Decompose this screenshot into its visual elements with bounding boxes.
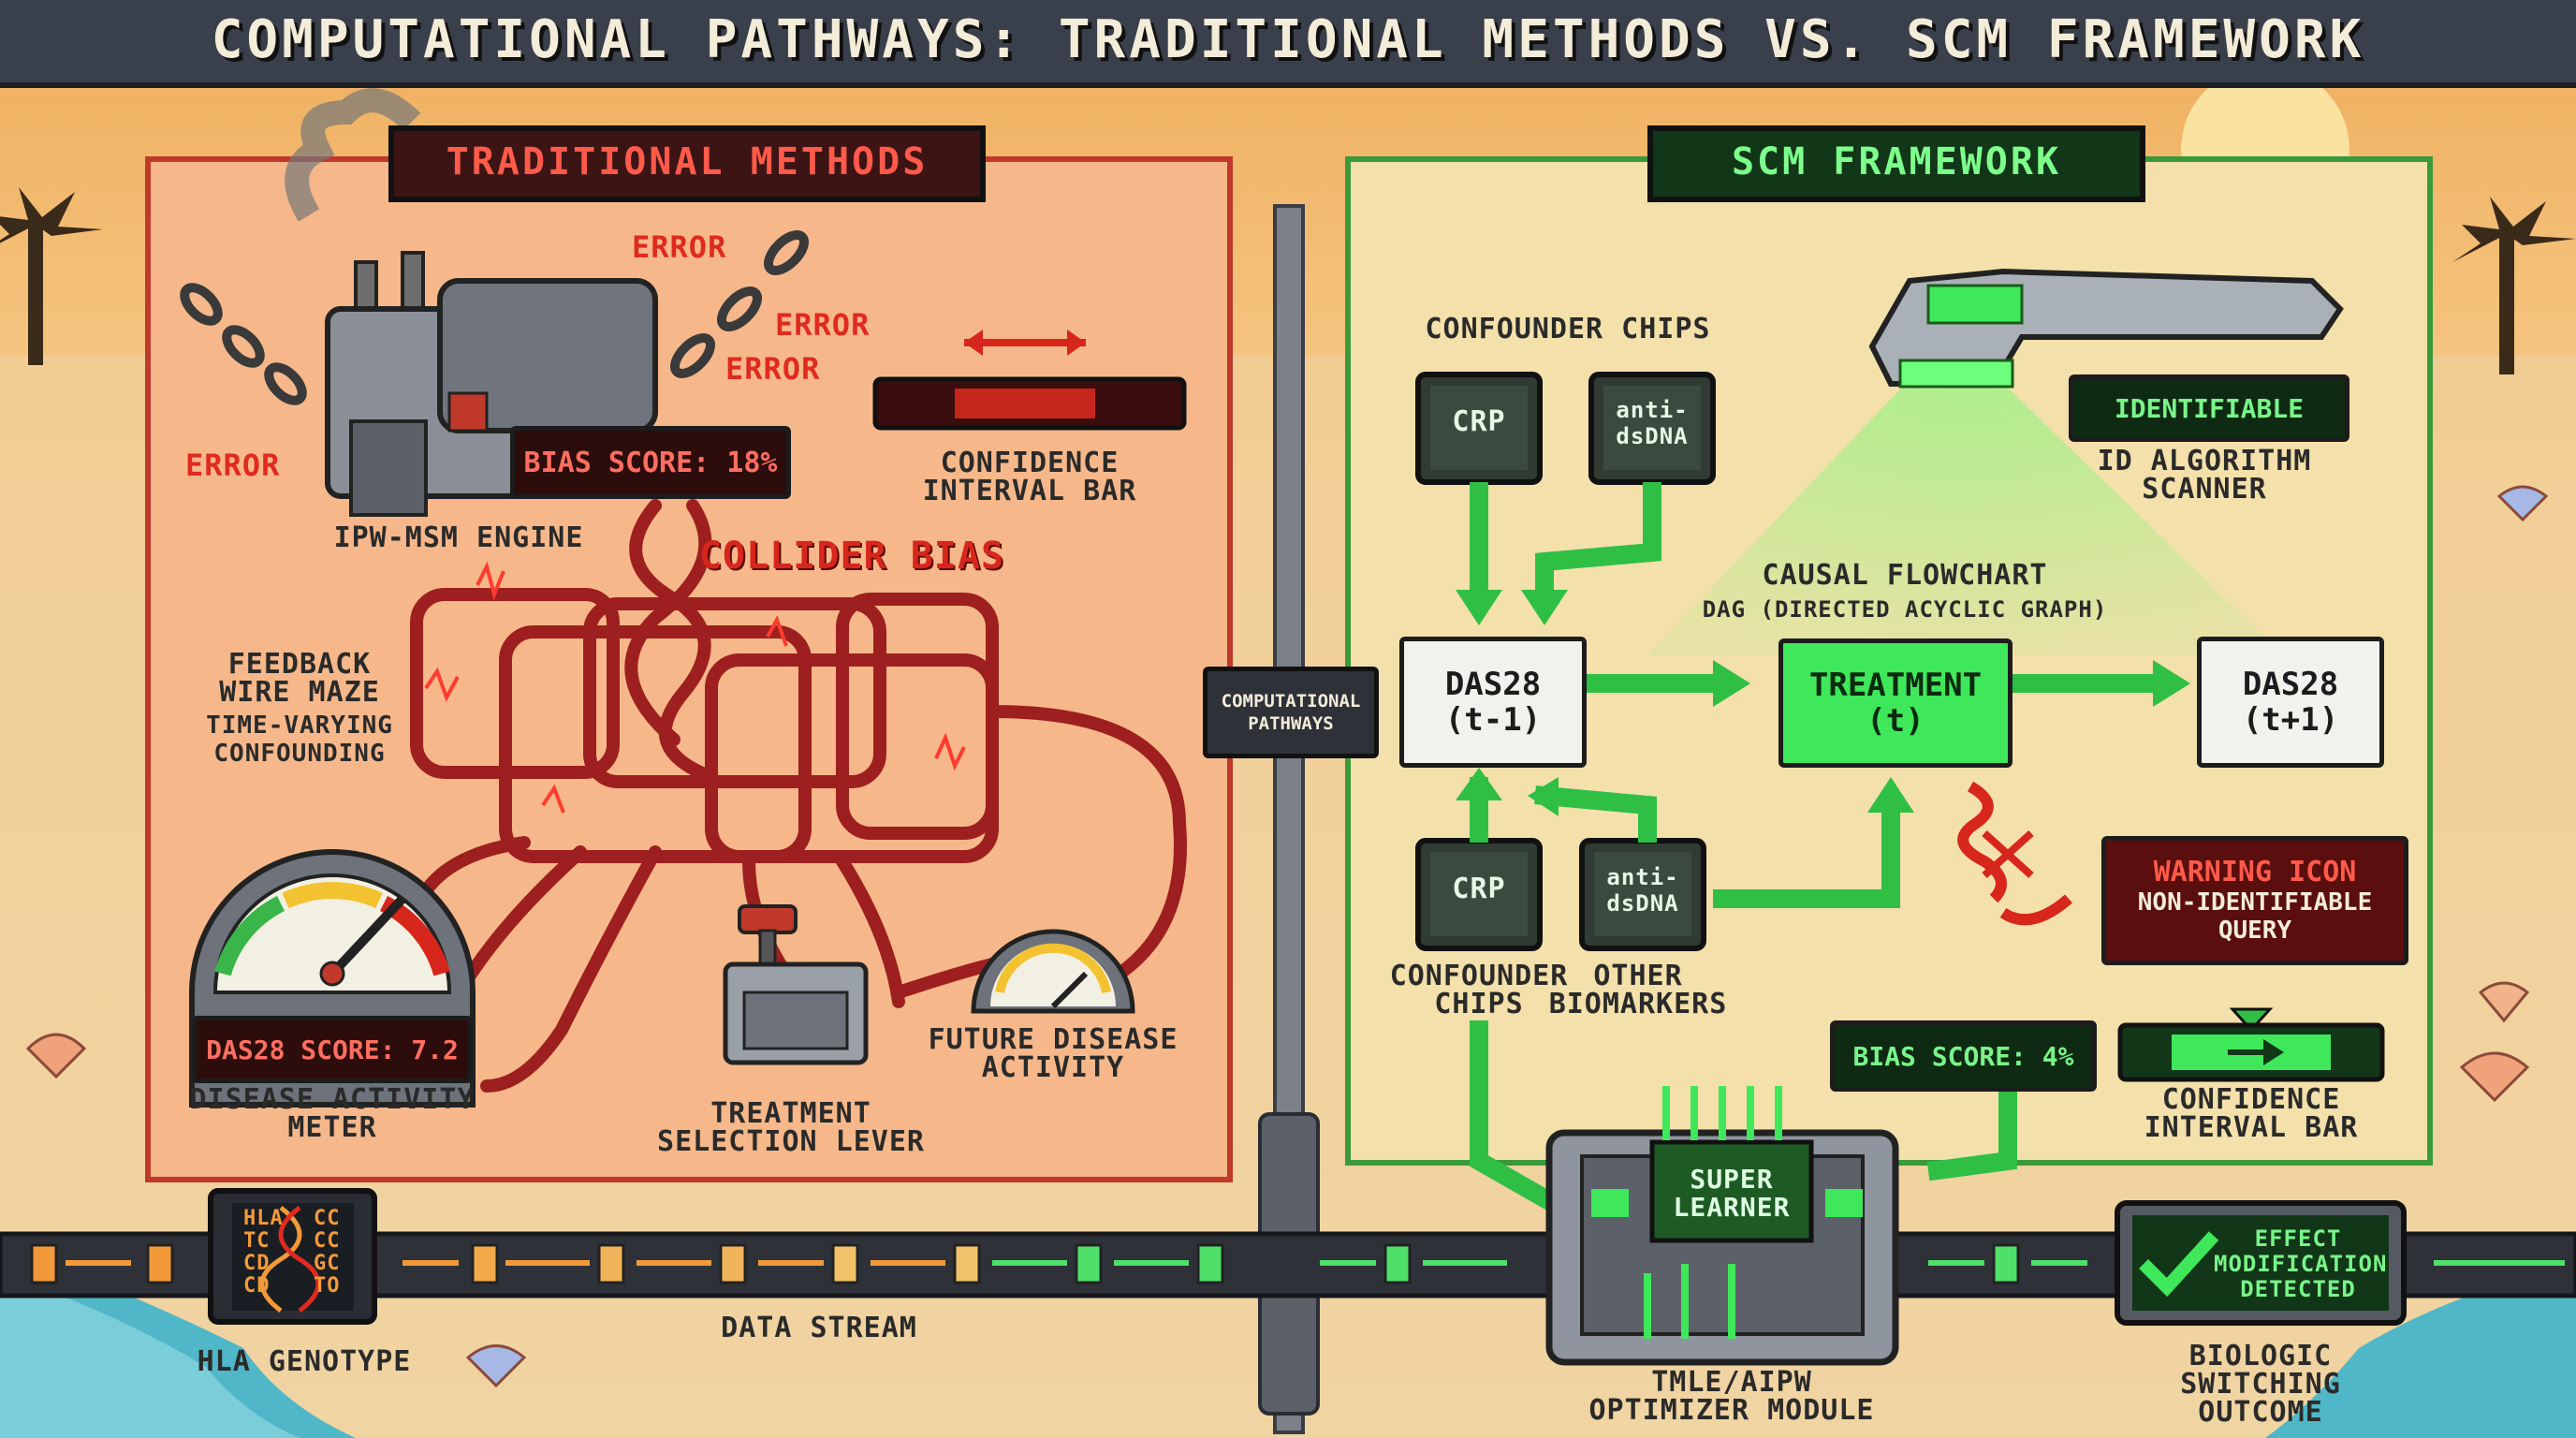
broken-chain-right-icon xyxy=(670,230,809,378)
id-algorithm-scanner-icon xyxy=(1647,268,2344,655)
data-stream-files xyxy=(30,1243,2020,1284)
treatment-selection-lever-icon xyxy=(723,904,869,1065)
future-disease-activity-gauge-icon xyxy=(971,929,1135,1014)
chip-anti-dsdna-bottom-icon xyxy=(1579,838,1706,951)
dag-arrowheads xyxy=(1456,590,2190,816)
tmle-aipw-optimizer-module-icon xyxy=(1545,1086,1899,1366)
water-right xyxy=(2265,1264,2576,1438)
disease-activity-meter-icon xyxy=(189,849,476,1108)
broken-chain-left-icon xyxy=(180,283,307,405)
palm-tree-left-icon xyxy=(0,187,103,365)
chip-anti-dsdna-top-icon xyxy=(1588,372,1716,485)
spark-icons xyxy=(424,561,966,814)
confidence-interval-bar-left-icon xyxy=(872,330,1187,431)
confidence-interval-bar-right-icon xyxy=(2117,1007,2385,1082)
data-stream-dots xyxy=(66,1260,2565,1266)
seashell-icons xyxy=(25,485,2549,1388)
hla-genotype-module-icon xyxy=(208,1188,377,1325)
chip-crp-top-icon xyxy=(1415,372,1543,485)
chip-crp-bottom-icon xyxy=(1415,838,1543,951)
broken-causal-arrow-icon xyxy=(1957,781,2072,926)
feedback-wire-maze xyxy=(402,499,1187,1093)
effect-modification-display-icon xyxy=(2115,1200,2407,1326)
palm-tree-right-icon xyxy=(2452,197,2576,374)
